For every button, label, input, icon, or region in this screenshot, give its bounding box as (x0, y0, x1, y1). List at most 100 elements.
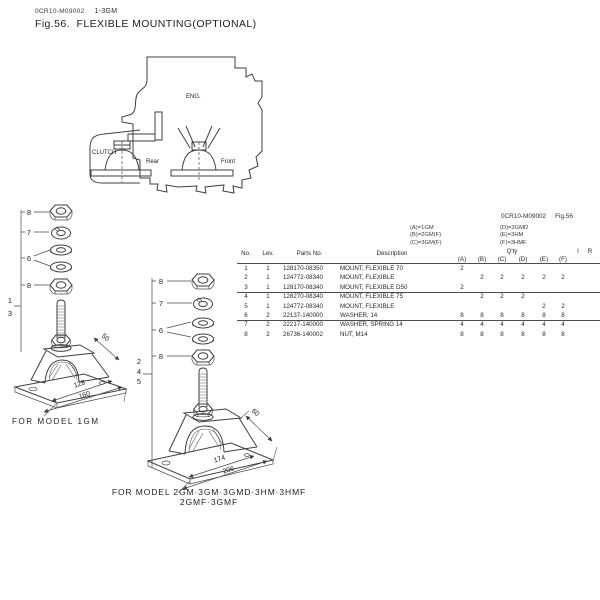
cell-qty-a: 8 (460, 330, 464, 338)
table-header-rule (237, 263, 600, 264)
cell-no: 8 (244, 330, 248, 338)
dimension-lines: 50 128 160 (43, 333, 126, 416)
caption-model-1gm: FOR MODEL 1GM (12, 417, 100, 426)
cell-qty-f: 2 (561, 302, 565, 310)
cell-qty-f: 8 (561, 330, 565, 338)
dimension-lines: 60 174 206 (178, 408, 277, 493)
cell-parts-no: 128270-08340 (283, 293, 323, 301)
cell-lev: 1 (266, 283, 270, 291)
cell-qty-b: 2 (480, 293, 484, 301)
model-range: 1-3GM (94, 8, 118, 15)
front-label: Front (221, 159, 235, 165)
col-header-lev: Lev. (262, 250, 274, 257)
cell-parts-no: 22217-140000 (283, 321, 323, 329)
cell-lev: 2 (266, 330, 270, 338)
legend-d: (D)=3GMD (500, 225, 529, 231)
legend-c: (C)=3GM(F) (410, 239, 442, 246)
cell-qty-b: 2 (480, 274, 484, 282)
col-header-qty-f: (F) (559, 256, 567, 263)
table-fig-ref: Fig.56 (555, 213, 573, 220)
callout-washers: 6 (159, 326, 163, 335)
callout-spring-washer: 7 (159, 299, 163, 308)
ref-mount-1: 1 (8, 296, 12, 305)
cell-no: 7 (244, 321, 248, 329)
flexible-mount-body (148, 409, 273, 484)
cell-description: MOUNT, FLEXIBLE 75 (340, 293, 403, 301)
cell-qty-b: 4 (480, 321, 484, 329)
cell-qty-a: 8 (460, 311, 464, 319)
callout-lower-nut: 8 (27, 281, 31, 290)
cell-qty-d: 8 (521, 330, 525, 338)
cell-qty-c: 4 (500, 321, 504, 329)
cell-qty-e: 4 (542, 321, 546, 329)
cell-qty-c: 2 (500, 293, 504, 301)
flexible-mount-body (15, 345, 126, 408)
ref-mount-3: 3 (8, 309, 12, 318)
cell-lev: 1 (266, 274, 270, 282)
cell-parts-no: 22137-140000 (283, 311, 323, 319)
cell-qty-a: 2 (460, 283, 464, 291)
hex-nut-part (49, 278, 73, 295)
cell-lev: 2 (266, 321, 270, 329)
cell-qty-d: 4 (521, 321, 525, 329)
parts-table: 0CR10-M09002 Fig.56 (A)=1GM (B)=2GM(F) (… (237, 210, 600, 350)
cell-no: 6 (244, 311, 248, 319)
cell-qty-f: 2 (561, 274, 565, 282)
cell-description: WASHER, 14 (340, 311, 378, 319)
col-header-qty-b: (B) (477, 256, 487, 263)
cell-parts-no: 26736-140002 (283, 330, 323, 338)
cell-qty-c: 2 (500, 274, 504, 282)
hex-nut-part (49, 204, 73, 221)
col-header-description: Description (376, 250, 408, 257)
dim-depth-50: 50 (100, 333, 111, 343)
hex-nut-part (191, 273, 215, 290)
flat-washer-part (192, 333, 214, 345)
cell-no: 1 (244, 265, 248, 272)
flat-washer-part (50, 261, 72, 273)
col-header-qty-c: (C) (497, 256, 507, 263)
dim-206: 206 (222, 465, 235, 475)
rear-label: Rear (146, 159, 159, 165)
ref-mount-2: 2 (137, 357, 141, 366)
figure-title: Fig.56. FLEXIBLE MOUNTING(OPTIONAL) (35, 18, 257, 30)
callout-top-nut: 8 (27, 208, 31, 217)
dim-128: 128 (73, 379, 86, 389)
col-header-r: R (587, 248, 593, 255)
flat-washer-part (192, 317, 214, 329)
ref-mount-5: 5 (137, 377, 141, 386)
doc-code: 0CR10-M09002 (35, 8, 85, 15)
cell-no: 5 (244, 302, 248, 310)
clutch-label: CLUTCH (92, 150, 116, 156)
cell-qty-d: 2 (521, 293, 525, 301)
caption-model-multi-line1: FOR MODEL 2GM·3GM·3GMD·3HM·3HMF (111, 487, 307, 497)
cell-qty-b: 8 (480, 311, 484, 319)
cell-description: WASHER, SPRING 14 (340, 321, 403, 329)
eng-label: ENG. (186, 94, 201, 100)
spring-washer-part (193, 297, 213, 311)
page-header: 0CR10-M09002 1-3GM (35, 8, 117, 15)
cell-qty-c: 8 (500, 311, 504, 319)
legend-e: (E)=3HM (500, 232, 524, 239)
cell-qty-b: 8 (480, 330, 484, 338)
table-group-separator (237, 292, 600, 293)
dim-160: 160 (78, 390, 91, 400)
cell-no: 4 (244, 293, 248, 301)
ref-mount-4: 4 (137, 367, 141, 376)
cell-qty-e: 2 (542, 274, 546, 282)
col-header-i: I (577, 248, 579, 255)
engine-outline (122, 57, 262, 193)
col-header-qty-a: (A) (457, 256, 467, 263)
table-reference: 0CR10-M09002 Fig.56 (501, 213, 573, 220)
cell-no: 3 (244, 283, 248, 291)
cell-qty-f: 8 (561, 311, 565, 319)
model-legend-right: (D)=3GMD (E)=3HM (F)=3HMF (500, 225, 528, 247)
cell-lev: 1 (266, 293, 270, 301)
callout-spring-washer: 7 (27, 228, 31, 237)
cell-parts-no: 128170-08340 (283, 283, 323, 291)
